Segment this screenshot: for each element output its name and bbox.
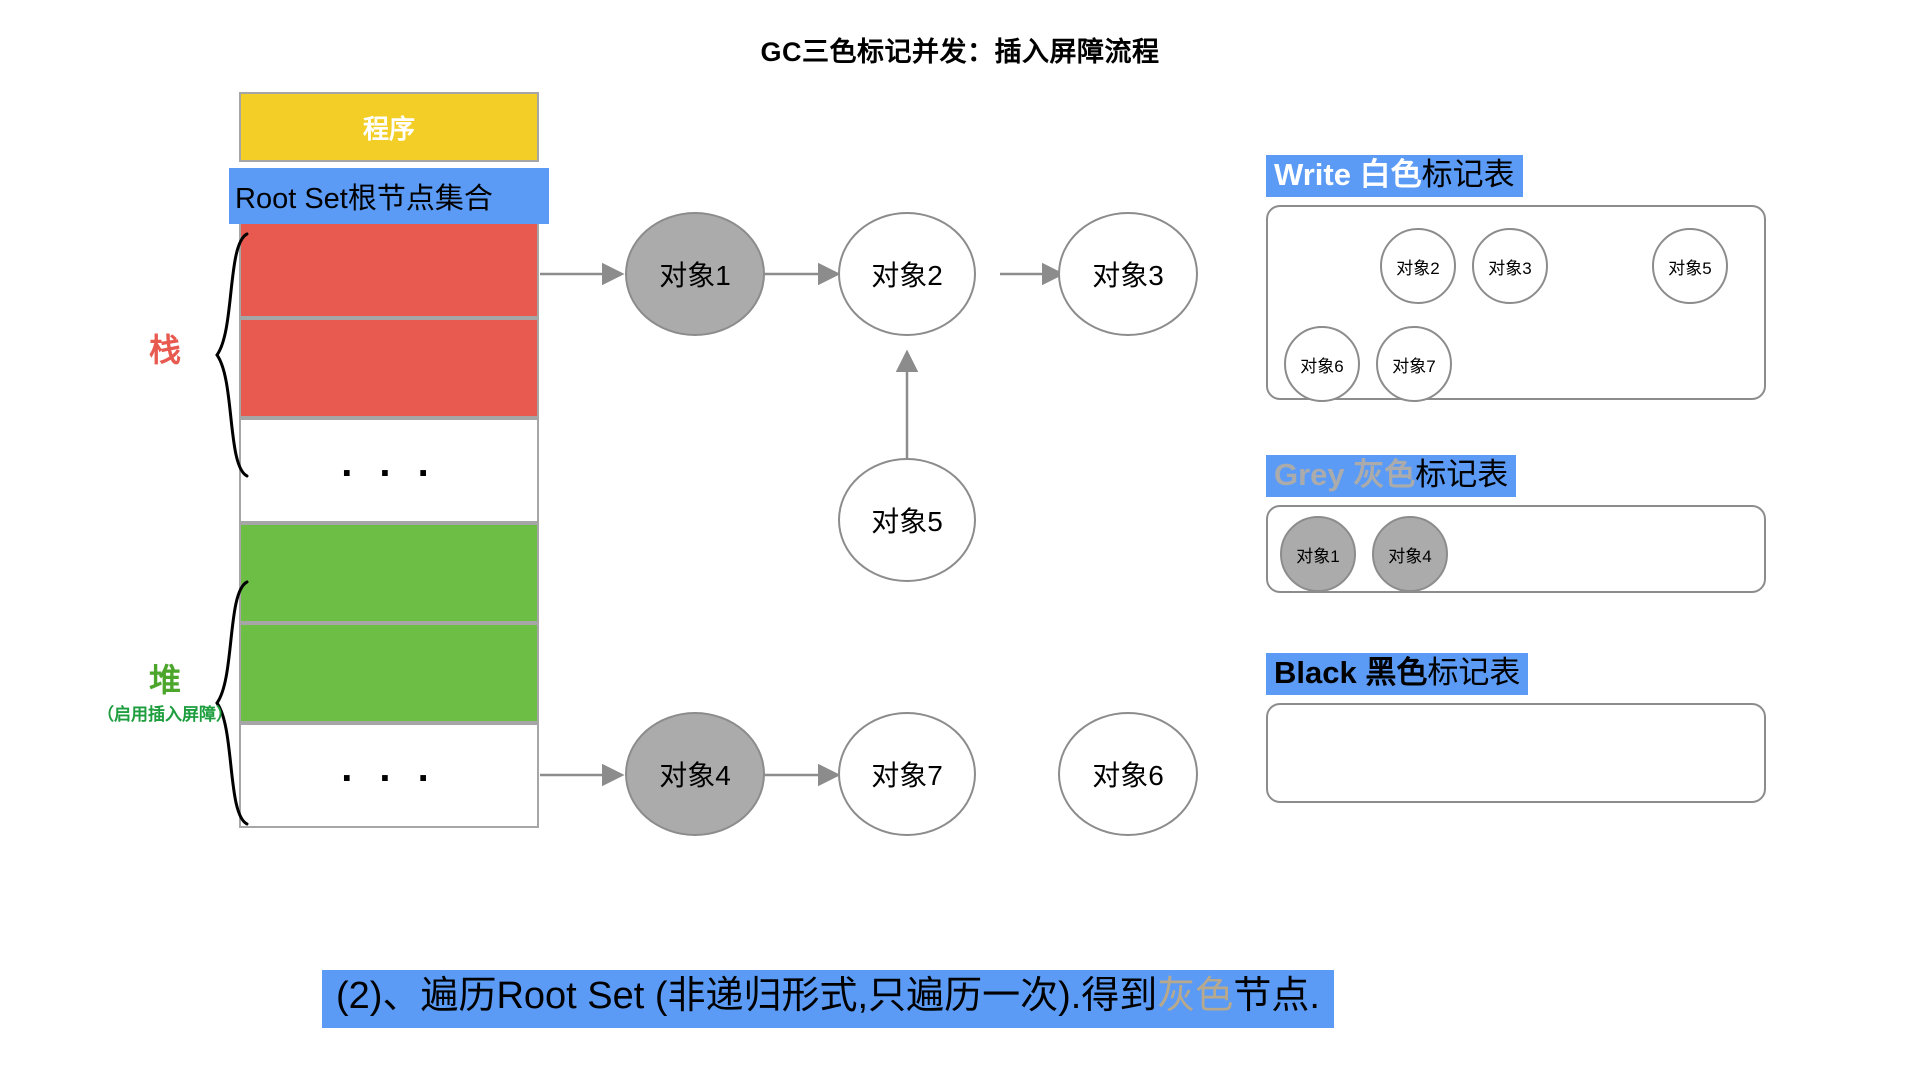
white-chip-obj6[interactable]: 对象6 <box>1284 326 1360 402</box>
grey-chip-obj4[interactable]: 对象4 <box>1372 516 1448 592</box>
grey-table-title-color: 灰色 <box>1353 457 1416 492</box>
page-title: GC三色标记并发：插入屏障流程 <box>760 37 1160 67</box>
graph-node-obj4[interactable]: 对象4 <box>625 712 765 836</box>
heap-label: 堆 <box>148 662 181 698</box>
grey-chip-obj1[interactable]: 对象1 <box>1280 516 1356 592</box>
heap-brace <box>215 580 249 826</box>
white-table-title-en: Write <box>1274 157 1351 192</box>
memory-column: 程序 . . . . . . <box>239 92 539 828</box>
white-chip-obj3[interactable]: 对象3 <box>1472 228 1548 304</box>
heap-ellipsis: . . . <box>239 723 539 828</box>
white-table-title-color: 白色 <box>1359 157 1422 192</box>
heap-slot-2 <box>239 623 539 723</box>
stack-slot-1 <box>239 218 539 318</box>
graph-node-obj2[interactable]: 对象2 <box>838 212 976 336</box>
caption-prefix: (2)、遍历Root Set (非递归形式,只遍历一次).得到 <box>336 975 1158 1017</box>
graph-node-obj3[interactable]: 对象3 <box>1058 212 1198 336</box>
black-table-box[interactable] <box>1266 703 1766 803</box>
grey-table-title: Grey 灰色标记表 <box>1266 455 1517 498</box>
grey-table-title-tail: 标记表 <box>1415 457 1509 492</box>
heap-slot-1 <box>239 523 539 623</box>
step-caption: (2)、遍历Root Set (非递归形式,只遍历一次).得到灰色节点. <box>322 970 1334 1028</box>
stack-brace <box>215 232 249 478</box>
white-table-title: Write 白色标记表 <box>1266 155 1523 198</box>
black-table-title-tail: 标记表 <box>1427 655 1521 690</box>
heap-sublabel: （启用插入屏障） <box>97 705 233 724</box>
graph-node-obj1[interactable]: 对象1 <box>625 212 765 336</box>
black-table-title-en: Black <box>1274 655 1357 690</box>
caption-highlight: 灰色 <box>1157 975 1234 1017</box>
grey-table-title-en: Grey <box>1274 457 1345 492</box>
stack-slot-2 <box>239 318 539 418</box>
stack-label: 栈 <box>148 332 181 368</box>
stack-ellipsis: . . . <box>239 418 539 523</box>
black-table-title-color: 黑色 <box>1365 655 1428 690</box>
caption-suffix: 节点. <box>1233 975 1320 1017</box>
white-chip-obj2[interactable]: 对象2 <box>1380 228 1456 304</box>
white-chip-obj5[interactable]: 对象5 <box>1652 228 1728 304</box>
rootset-cell: Root Set根节点集合 <box>229 168 549 224</box>
white-chip-obj7[interactable]: 对象7 <box>1376 326 1452 402</box>
white-table-title-tail: 标记表 <box>1421 157 1515 192</box>
graph-node-obj7[interactable]: 对象7 <box>838 712 976 836</box>
black-table-title: Black 黑色标记表 <box>1266 653 1529 696</box>
graph-node-obj5[interactable]: 对象5 <box>838 458 976 582</box>
program-cell: 程序 <box>239 92 539 162</box>
graph-node-obj6[interactable]: 对象6 <box>1058 712 1198 836</box>
